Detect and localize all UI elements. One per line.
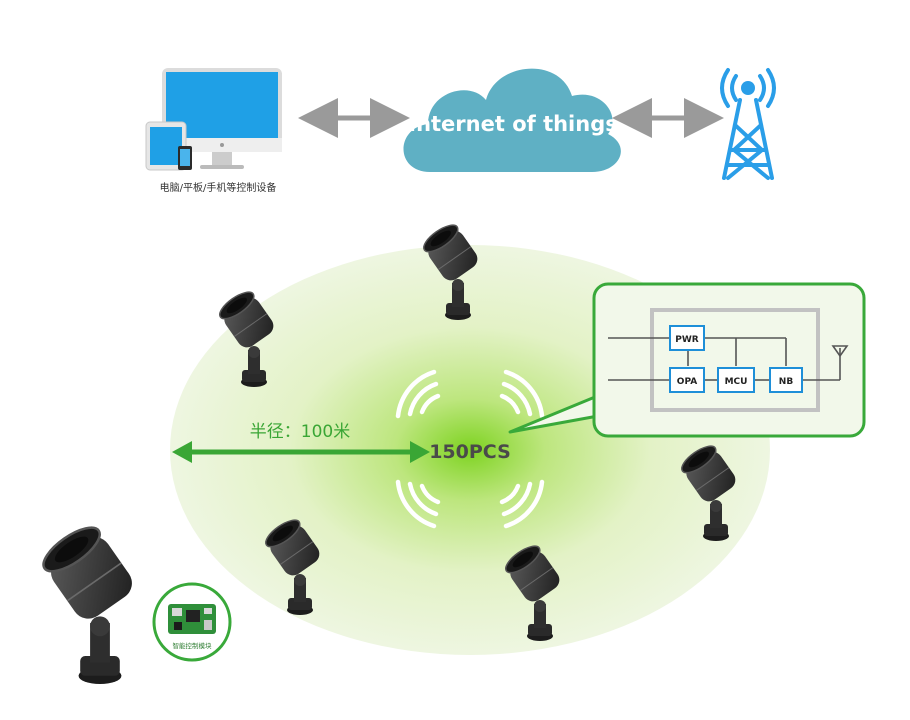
module-caption: 智能控制模块 <box>173 641 213 650</box>
pwr-block <box>669 325 705 351</box>
antenna-tower-icon <box>720 68 776 180</box>
hub-label: 150PCS <box>429 441 511 463</box>
phone-icon <box>178 146 192 170</box>
nb-label: NB <box>779 377 794 387</box>
nb-block <box>769 367 803 393</box>
cloud-icon <box>403 68 621 172</box>
cloud-label: Internet of things <box>408 112 618 136</box>
spotlight-large-icon <box>35 518 140 686</box>
opa-block <box>669 367 705 393</box>
radius-label: 半径：100米 <box>250 422 350 442</box>
signal-waves-icon <box>395 369 545 529</box>
antenna-emitter <box>741 81 755 95</box>
devices-caption: 电脑/平板/手机等控制设备 <box>160 181 277 194</box>
circuit-board-icon <box>152 582 232 662</box>
pwr-label: PWR <box>675 335 699 345</box>
opa-label: OPA <box>677 377 697 387</box>
mcu-block <box>717 367 755 393</box>
circuit-diagram: PWR OPA MCU NB <box>608 308 849 412</box>
circuit-callout <box>508 282 866 438</box>
mcu-label: MCU <box>725 377 748 387</box>
radius-arrow <box>172 441 430 463</box>
desktop-computer-icon <box>162 68 282 169</box>
